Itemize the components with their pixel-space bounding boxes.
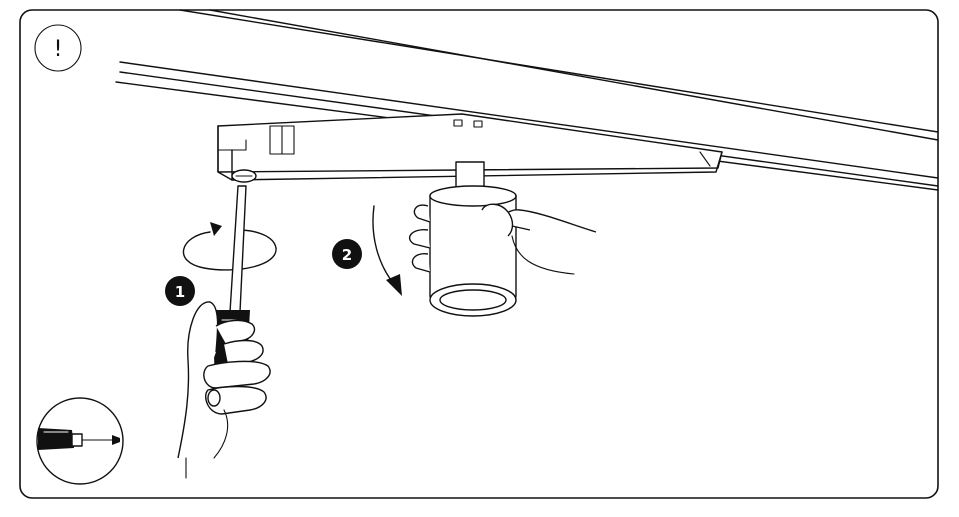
fixing-screw bbox=[231, 169, 257, 183]
step-2-number: 2 bbox=[342, 246, 352, 264]
step-1-number: 1 bbox=[175, 283, 185, 301]
swing-down-arrow-icon bbox=[372, 205, 402, 296]
left-hand bbox=[177, 301, 271, 479]
rotation-arrow-icon bbox=[182, 222, 277, 271]
step-2-badge: 2 bbox=[332, 239, 362, 269]
tool-callout bbox=[36, 397, 124, 485]
flathead-screwdriver-icon bbox=[38, 428, 120, 450]
right-hand bbox=[409, 203, 597, 275]
warning-symbol: ! bbox=[54, 37, 63, 62]
warning-icon: ! bbox=[34, 24, 82, 72]
step-1-badge: 1 bbox=[165, 276, 195, 306]
